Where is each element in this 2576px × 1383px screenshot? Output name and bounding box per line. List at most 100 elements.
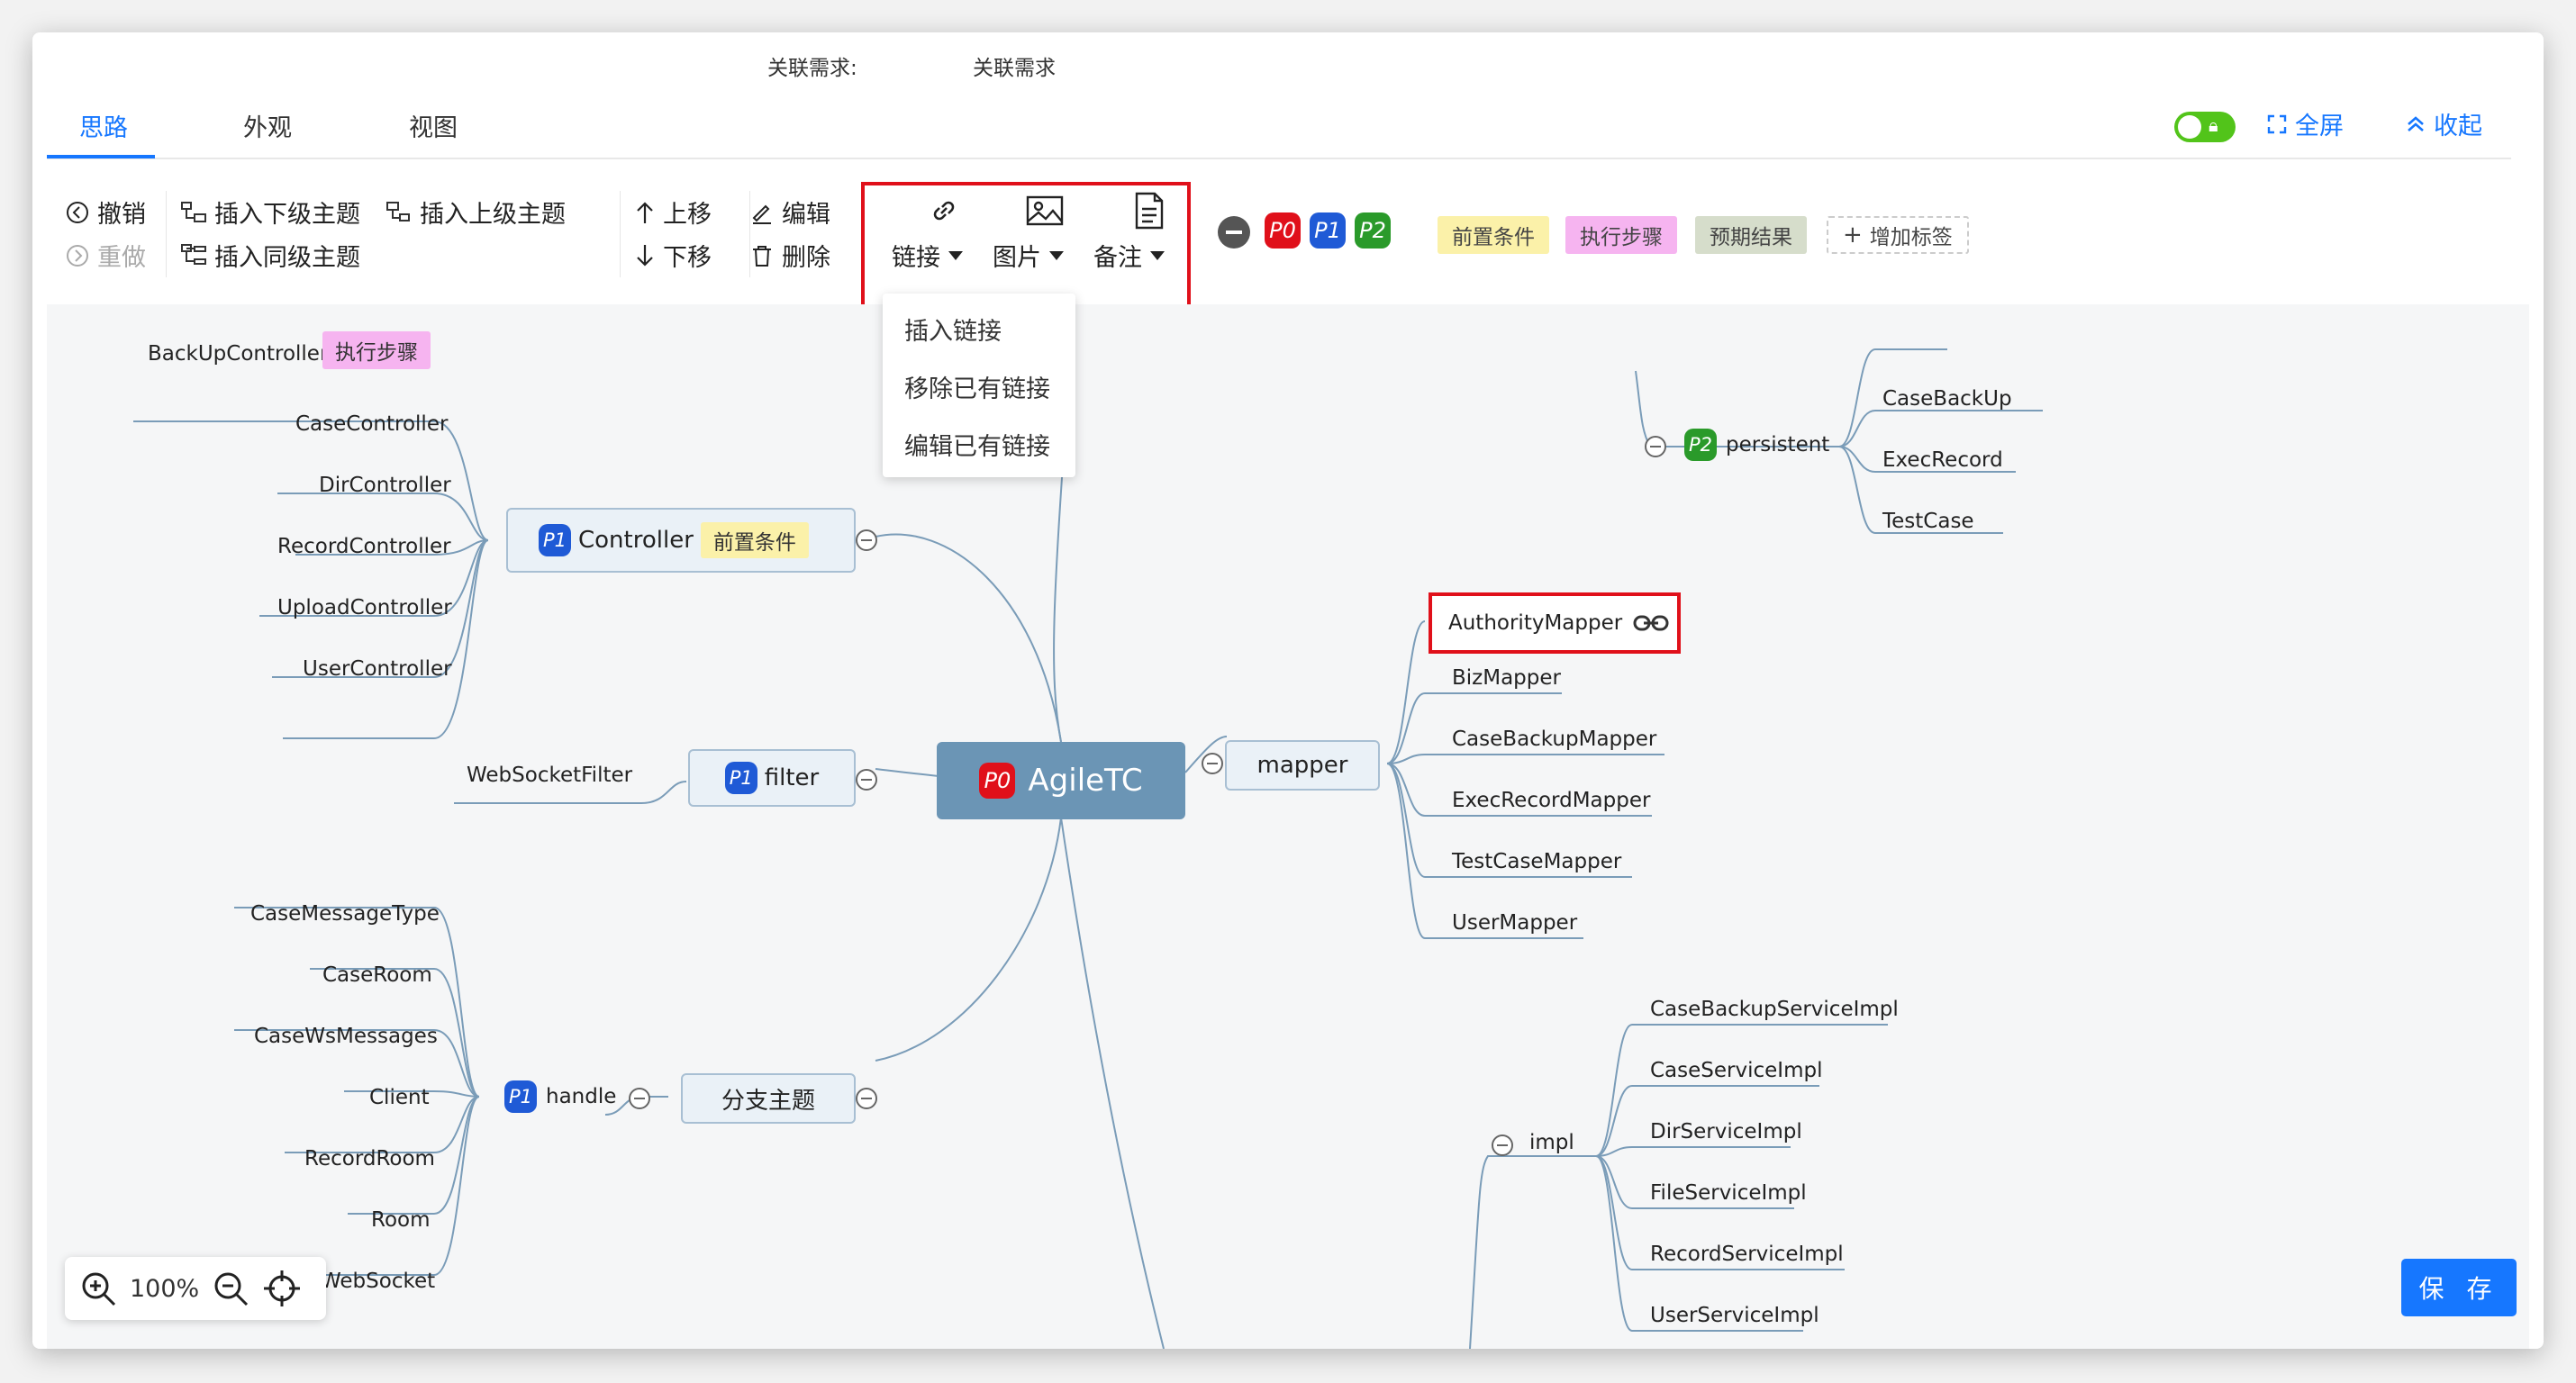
node-upload-controller[interactable]: UploadController — [277, 596, 452, 619]
redo-label: 重做 — [97, 244, 146, 272]
node-record-service-impl[interactable]: RecordServiceImpl — [1650, 1243, 1844, 1266]
node-websocket-filter[interactable]: WebSocketFilter — [467, 764, 633, 787]
link-icon — [1633, 615, 1669, 631]
toolbar-divider — [620, 191, 621, 277]
delete-label: 删除 — [782, 244, 830, 272]
insert-parent-label: 插入上级主题 — [420, 201, 566, 229]
node-user-mapper[interactable]: UserMapper — [1452, 911, 1578, 935]
note-label: 备注 — [1093, 244, 1142, 272]
collapse-toggle[interactable] — [856, 1088, 877, 1109]
node-biz-mapper[interactable]: BizMapper — [1452, 666, 1561, 690]
node-tag-precondition: 前置条件 — [700, 522, 809, 558]
node-case-backup-mapper[interactable]: CaseBackupMapper — [1452, 728, 1657, 751]
move-up-button[interactable]: 上移 — [634, 194, 712, 230]
undo-button[interactable]: 撤销 — [65, 194, 146, 230]
menu-item-remove-link[interactable]: 移除已有链接 — [904, 375, 1050, 403]
node-backup-controller[interactable]: BackUpController — [148, 342, 329, 366]
collapse-button[interactable]: 收起 — [2405, 106, 2482, 141]
node-user-service-impl[interactable]: UserServiceImpl — [1650, 1304, 1819, 1327]
tag-expected[interactable]: 预期结果 — [1695, 216, 1807, 254]
collapse-toggle[interactable] — [1202, 753, 1223, 774]
note-button[interactable]: 备注 — [1093, 238, 1166, 273]
node-case-controller[interactable]: CaseController — [295, 412, 449, 436]
node-case-message-type[interactable]: CaseMessageType — [250, 902, 440, 926]
node-filter[interactable]: P1 filter — [688, 749, 856, 807]
node-dir-service-impl[interactable]: DirServiceImpl — [1650, 1120, 1802, 1143]
collapse-toggle[interactable] — [629, 1088, 650, 1109]
tab-appearance[interactable]: 外观 — [243, 114, 292, 142]
link-dropdown-menu: 插入链接 移除已有链接 编辑已有链接 — [883, 294, 1075, 477]
note-icon — [1131, 191, 1167, 230]
tag-steps[interactable]: 执行步骤 — [1565, 216, 1677, 254]
collapse-toggle[interactable] — [856, 769, 877, 791]
node-exec-record[interactable]: ExecRecord — [1882, 448, 2003, 472]
node-branch-topic[interactable]: 分支主题 — [681, 1073, 856, 1124]
node-controller-label: Controller — [578, 527, 694, 554]
zoom-out-icon[interactable] — [212, 1270, 249, 1307]
zoom-in-icon[interactable] — [79, 1270, 117, 1307]
node-record-room[interactable]: RecordRoom — [304, 1147, 435, 1171]
node-impl[interactable]: impl — [1529, 1131, 1574, 1154]
root-node[interactable]: P0 AgileTC — [937, 742, 1185, 819]
edit-label: 编辑 — [782, 201, 830, 229]
locate-icon[interactable] — [262, 1269, 302, 1308]
node-room[interactable]: Room — [371, 1208, 431, 1232]
node-test-case-mapper[interactable]: TestCaseMapper — [1452, 850, 1622, 873]
node-persistent-label: persistent — [1726, 433, 1830, 456]
tag-precondition[interactable]: 前置条件 — [1438, 216, 1549, 254]
edit-button[interactable]: 编辑 — [749, 194, 830, 230]
node-case-ws-messages[interactable]: CaseWsMessages — [254, 1025, 438, 1048]
node-priority-badge: P2 — [1684, 429, 1717, 461]
node-client[interactable]: Client — [369, 1086, 430, 1109]
priority-p2-button[interactable]: P2 — [1355, 212, 1391, 249]
node-controller[interactable]: P1 Controller 前置条件 — [506, 508, 856, 573]
insert-parent-button[interactable]: 插入上级主题 — [385, 194, 566, 230]
menu-item-insert-link[interactable]: 插入链接 — [904, 318, 1002, 346]
link-button[interactable]: 链接 — [892, 238, 964, 273]
related-requirement-label: 关联需求: — [767, 57, 857, 80]
node-handle[interactable]: P1 handle — [504, 1080, 616, 1113]
node-branch-label: 分支主题 — [721, 1087, 815, 1115]
insert-child-button[interactable]: 插入下级主题 — [180, 194, 360, 230]
collapse-toggle[interactable] — [1492, 1134, 1513, 1156]
node-dir-controller[interactable]: DirController — [319, 474, 451, 497]
collapse-toggle[interactable] — [1645, 436, 1666, 457]
node-websocket[interactable]: WebSocket — [321, 1270, 436, 1293]
remove-priority-button[interactable] — [1218, 216, 1250, 249]
priority-group: P0 P1 P2 — [1265, 212, 1391, 249]
save-button[interactable]: 保 存 — [2401, 1259, 2517, 1316]
readonly-toggle[interactable]: 🔒︎ — [2174, 112, 2236, 142]
node-case-backup-service-impl[interactable]: CaseBackupServiceImpl — [1650, 998, 1899, 1021]
plus-icon: + — [1843, 221, 1863, 249]
delete-button[interactable]: 删除 — [749, 238, 830, 273]
collapse-toggle[interactable] — [856, 529, 877, 551]
redo-button[interactable]: 重做 — [65, 238, 146, 273]
priority-p0-button[interactable]: P0 — [1265, 212, 1301, 249]
fullscreen-button[interactable]: 全屏 — [2266, 106, 2344, 141]
app-window: 关联需求: 关联需求 思路 外观 视图 🔒︎ 全屏 收起 撤销 重做 插入下级主… — [32, 32, 2544, 1349]
tab-view[interactable]: 视图 — [409, 114, 458, 142]
node-test-case[interactable]: TestCase — [1882, 510, 1974, 533]
collapse-label: 收起 — [2434, 113, 2482, 140]
node-authority-mapper[interactable]: AuthorityMapper — [1429, 592, 1681, 654]
insert-sibling-button[interactable]: 插入同级主题 — [180, 238, 360, 273]
arrow-down-icon — [637, 244, 653, 267]
node-record-controller[interactable]: RecordController — [277, 535, 451, 558]
node-case-service-impl[interactable]: CaseServiceImpl — [1650, 1059, 1823, 1082]
add-tag-button[interactable]: + 增加标签 — [1827, 216, 1969, 254]
node-case-backup[interactable]: CaseBackUp — [1882, 387, 2012, 411]
move-down-button[interactable]: 下移 — [634, 238, 712, 273]
node-exec-record-mapper[interactable]: ExecRecordMapper — [1452, 789, 1651, 812]
node-file-service-impl[interactable]: FileServiceImpl — [1650, 1181, 1807, 1205]
image-button[interactable]: 图片 — [993, 238, 1065, 273]
node-persistent[interactable]: P2 persistent — [1684, 429, 1829, 461]
node-mapper[interactable]: mapper — [1225, 740, 1380, 791]
mindmap-canvas[interactable]: P0 AgileTC BackUpController 执行步骤 P1 Cont… — [47, 304, 2529, 1349]
tab-thinking[interactable]: 思路 — [79, 114, 128, 142]
node-case-room[interactable]: CaseRoom — [322, 963, 432, 987]
insert-sibling-icon — [181, 243, 206, 265]
node-user-controller[interactable]: UserController — [303, 657, 452, 681]
move-up-label: 上移 — [663, 201, 712, 229]
priority-p1-button[interactable]: P1 — [1310, 212, 1346, 249]
menu-item-edit-link[interactable]: 编辑已有链接 — [904, 433, 1050, 461]
